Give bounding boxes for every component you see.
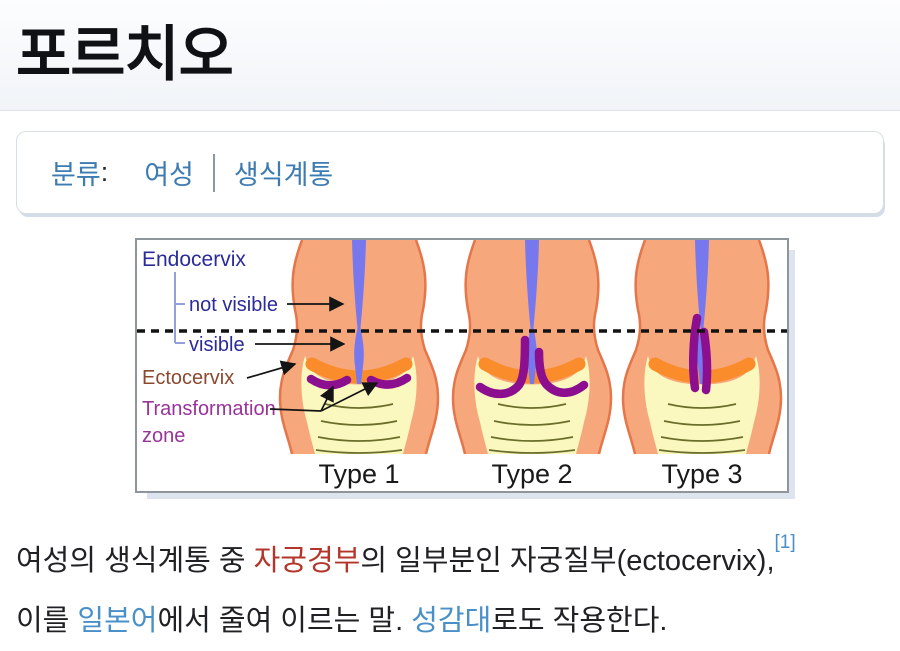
- link-cervix[interactable]: 자궁경부: [253, 545, 361, 577]
- type-3-caption: Type 3: [661, 459, 742, 489]
- endocervix-bracket: [174, 272, 185, 344]
- category-divider: [212, 153, 215, 192]
- cervix-types-figure[interactable]: Endocervix not visible visible Ectocervi…: [135, 238, 789, 493]
- category-link-reproductive-system[interactable]: 생식계통: [233, 160, 334, 190]
- page-header: 포르치오: [0, 0, 900, 111]
- ectocervix-label: Ectocervix: [142, 367, 234, 389]
- type-1-caption: Type 1: [318, 459, 399, 489]
- category-colon: :: [100, 157, 109, 187]
- text-segment: 여성의 생식계통 중: [16, 545, 254, 577]
- paragraph-line-1: 여성의 생식계통 중 자궁경부의 일부분인 자궁질부(ectocervix),[…: [16, 531, 884, 591]
- footnote-ref-1[interactable]: [1]: [774, 532, 796, 554]
- category-bar: 분류: 여성 생식계통: [16, 131, 884, 214]
- type-2-caption: Type 2: [491, 459, 572, 489]
- transformation-zone-connector: [269, 408, 322, 412]
- cervix-figure-type-2: [453, 240, 611, 454]
- link-japanese[interactable]: 일본어: [77, 605, 158, 637]
- text-segment: 에서 줄여 이르는 말.: [157, 605, 412, 637]
- endocervix-label: Endocervix: [142, 248, 246, 271]
- visible-label: visible: [189, 334, 245, 356]
- article-paragraph: 여성의 생식계통 중 자궁경부의 일부분인 자궁질부(ectocervix),[…: [16, 531, 884, 651]
- ectocervix-arrow: [246, 360, 297, 379]
- text-segment: 로도 작용한다.: [491, 605, 668, 637]
- transformation-zone-arrow-left: [319, 385, 334, 412]
- article-content: 분류: 여성 생식계통: [0, 131, 900, 651]
- cervix-figure-type-3: [623, 240, 781, 454]
- cervix-figure-type-1: [280, 240, 438, 454]
- link-erogenous-zone[interactable]: 성감대: [411, 605, 492, 637]
- category-label[interactable]: 분류: [51, 160, 101, 190]
- paragraph-line-2: 이를 일본어에서 줄여 이르는 말. 성감대로도 작용한다.: [16, 591, 884, 651]
- text-segment: 이를: [16, 605, 78, 637]
- page-title: 포르치오: [16, 21, 234, 88]
- transformation-zone-arrow-right: [320, 382, 379, 412]
- text-segment: 의 일부분인 자궁질부(ectocervix),: [360, 545, 775, 577]
- transformation-zone-label-line2: zone: [142, 425, 185, 447]
- transformation-zone-label-line1: Transformation: [142, 398, 276, 420]
- not-visible-label: not visible: [189, 294, 278, 316]
- cervix-diagram: Endocervix not visible visible Ectocervi…: [137, 240, 787, 489]
- category-link-women[interactable]: 여성: [144, 160, 194, 190]
